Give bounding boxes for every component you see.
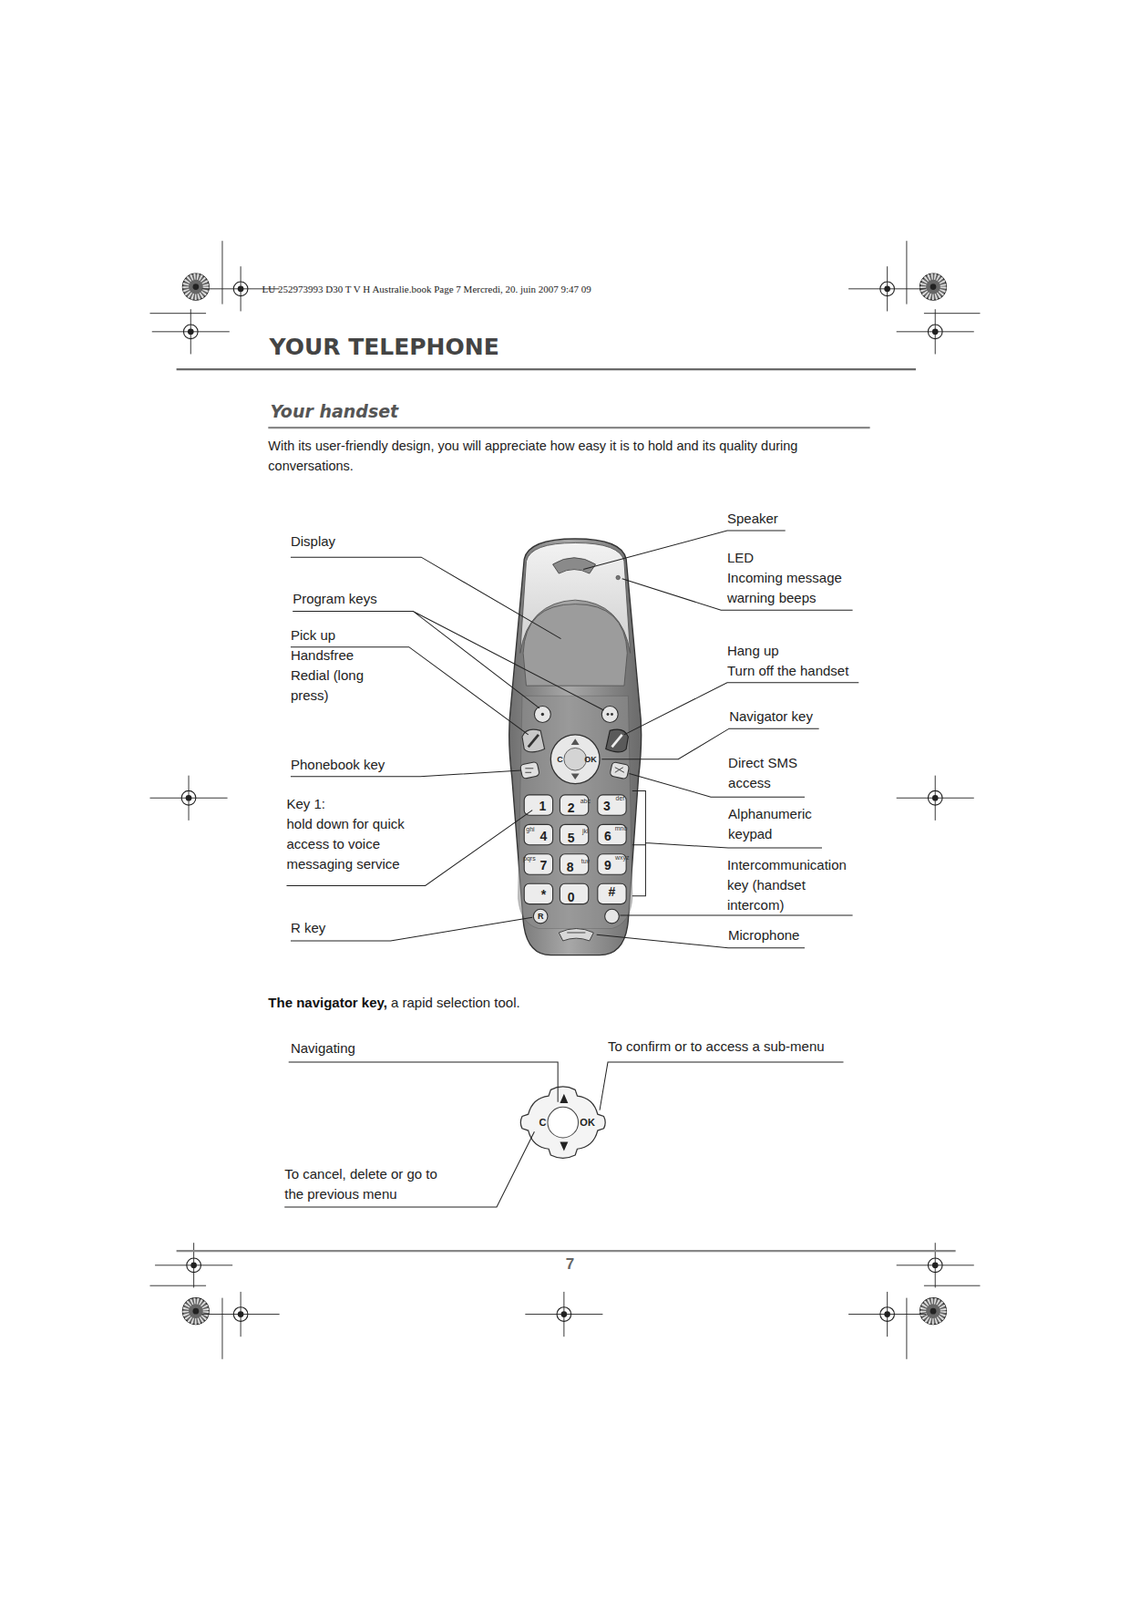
part-callout: LED Incoming message warning beeps [727,547,843,608]
section-heading: Your handset [270,400,400,422]
part-callout: Program keys [292,588,378,609]
keypad-key [523,883,553,904]
part-callout: Phonebook key [290,754,385,775]
key-legend: 3 [603,798,611,813]
key-letters: wxyz [615,853,630,862]
part-callout: Hang up Turn off the handset [727,640,849,681]
keypad-key [597,883,627,904]
part-callout: R key [290,917,326,938]
key-legend: OK [579,1116,596,1128]
key-legend: 4 [540,828,548,843]
part-callout: Intercommunication key (handset intercom… [727,854,847,915]
key-legend: R [537,911,545,921]
file-header: LU 252973993 D30 T V H Australie.book Pa… [262,282,592,296]
keypad-key [523,794,553,815]
part-callout: Alphanumeric keypad [728,803,812,844]
navigator-leader-lines [284,1061,843,1207]
keypad-key [559,883,588,904]
keypad-key [597,794,627,815]
section-lead: a rapid selection tool. [390,992,521,1013]
key-legend: OK [584,754,597,764]
handset-illustration [509,538,642,956]
key-legend: C [556,754,564,764]
key-legend: 1 [538,798,546,813]
leader-lines [286,530,859,948]
function-callout: To cancel, delete or go to the previous … [284,1163,438,1204]
key-legend: 2 [567,800,576,815]
part-callout: Display [290,531,336,552]
key-letters: abc [580,797,591,805]
key-letters: tuv [581,857,590,865]
crop-marks [150,240,981,1359]
key-letters: ghi [525,825,535,833]
keypad-key [559,823,588,844]
function-callout: Navigating [290,1037,356,1059]
key-letters: pqrs [523,854,536,863]
part-callout: Speaker [727,508,779,529]
key-letters: jkl [582,827,589,835]
key-legend: 7 [540,857,548,873]
part-callout: Direct SMS access [728,752,798,793]
part-callout: Pick up Handsfree Redial (long press) [290,625,364,706]
keypad-key [559,853,588,874]
page-title: YOUR TELEPHONE [268,333,499,361]
part-callout: Microphone [728,924,800,946]
key-legend: C [538,1116,546,1128]
key-legend: 5 [567,830,576,845]
key-legend: * [541,886,546,902]
key-legend: 6 [604,828,612,843]
intro-paragraph: With its user-friendly design, you will … [267,435,798,476]
key-legend: # [608,883,617,899]
navigator-key-figure [520,1086,606,1158]
function-callout: To confirm or to access a sub-menu [607,1036,825,1057]
section-lead: The navigator key, [267,992,388,1013]
key-letters: def [616,794,626,802]
key-legend: 0 [567,889,576,904]
key-legend: 9 [604,857,612,873]
part-callout: Key 1: hold down for quick access to voi… [286,793,404,874]
keypad-key [523,823,553,844]
rules [176,369,956,1251]
key-letters: mno [615,824,628,833]
key-legend: 8 [566,859,575,874]
part-callout: Navigator key [729,706,813,727]
page-number: 7 [565,1254,575,1274]
